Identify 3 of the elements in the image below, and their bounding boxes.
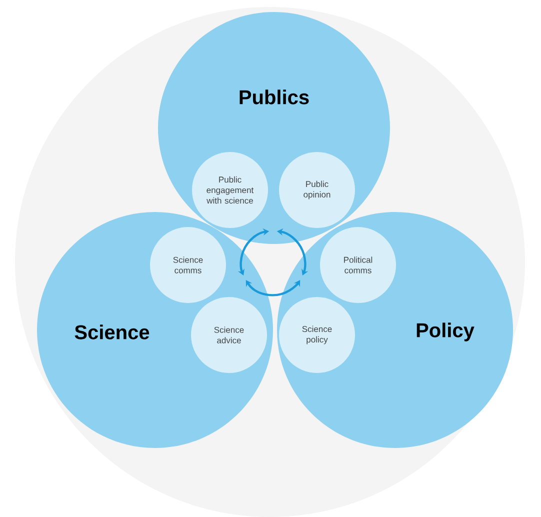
group-title: Science	[74, 324, 150, 340]
group-title: Publics	[240, 90, 309, 104]
group-title: Policy	[416, 322, 474, 342]
